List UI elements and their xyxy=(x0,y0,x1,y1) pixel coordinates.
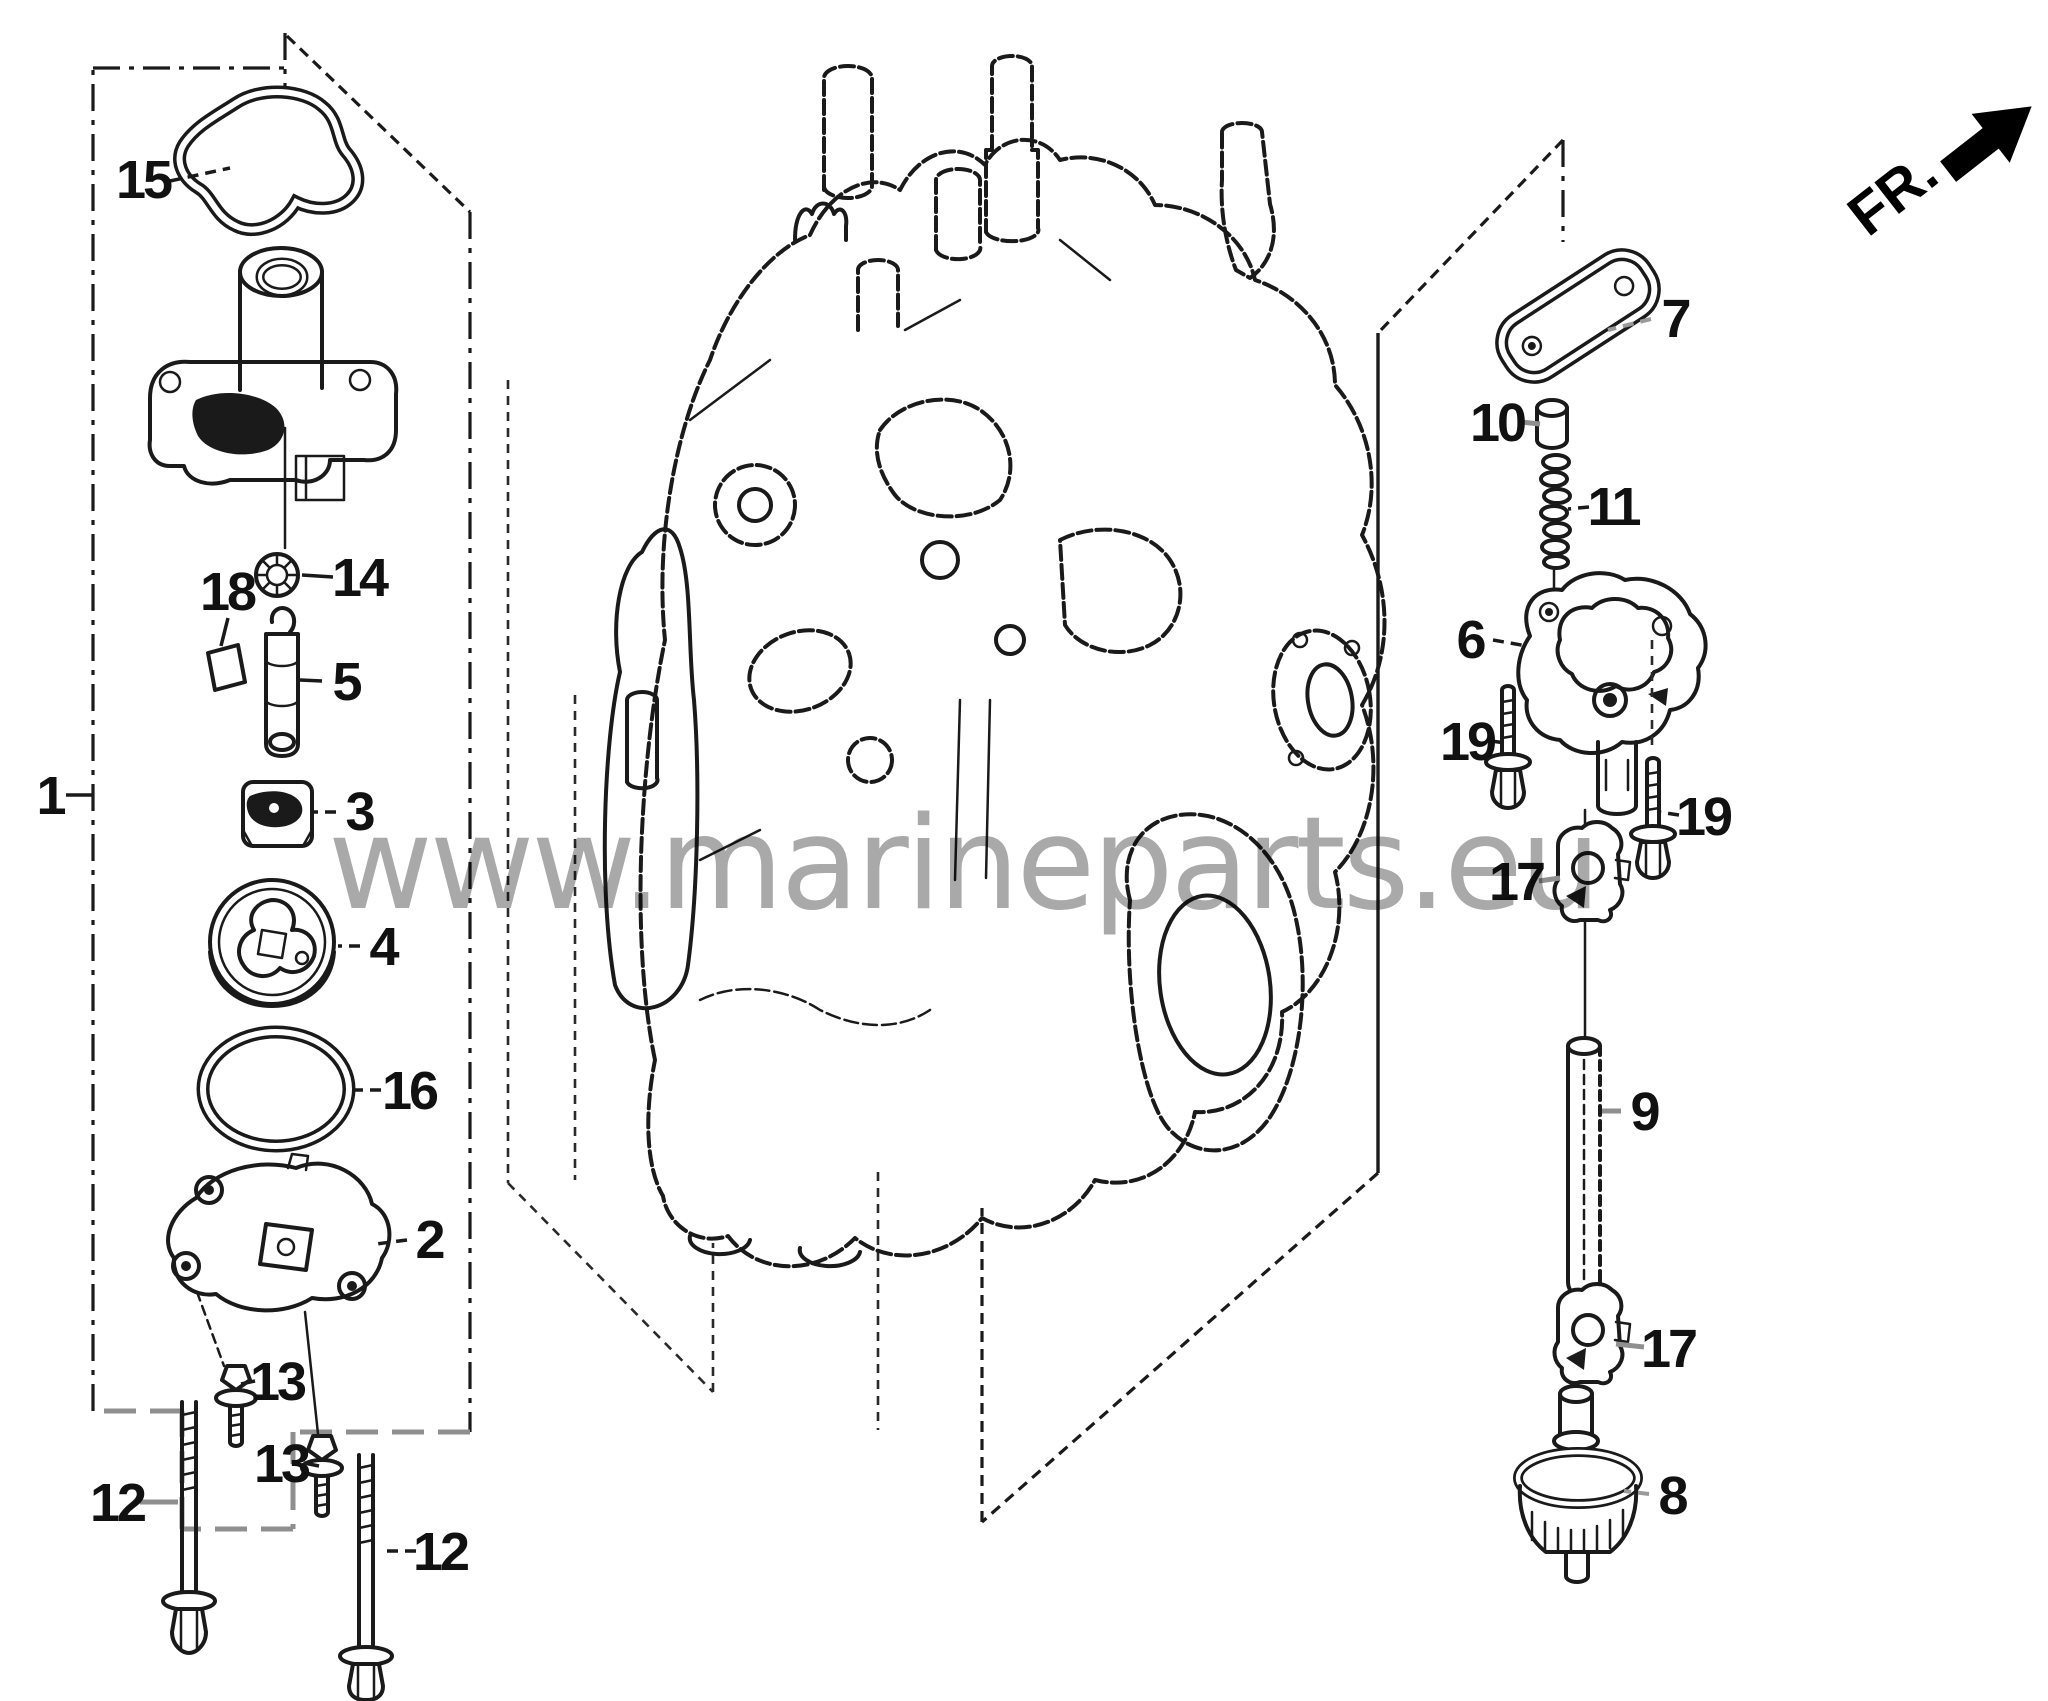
part-8-strainer xyxy=(1513,1384,1643,1584)
part-label-14: 14 xyxy=(332,548,389,608)
leader-line-8 xyxy=(1623,1489,1650,1496)
part-4-pump-rotor xyxy=(208,878,336,1008)
left-group-boundary xyxy=(91,33,472,1532)
part-19-bolt-a xyxy=(1484,684,1532,810)
part-label-19: 19 xyxy=(1676,787,1732,847)
part-label-13: 13 xyxy=(250,1352,306,1412)
part-label-8: 8 xyxy=(1658,1466,1687,1526)
part-label-7: 7 xyxy=(1661,289,1689,349)
part-16-o-ring xyxy=(196,1025,356,1153)
leader-line-17 xyxy=(1615,1341,1645,1350)
leader-line-19 xyxy=(1658,810,1680,817)
part-17-clamp-b xyxy=(1552,1282,1632,1386)
leader-line-17 xyxy=(1538,875,1561,884)
leader-line-5 xyxy=(299,678,323,683)
leader-line-15 xyxy=(169,166,231,183)
part-2-pump-cover xyxy=(166,1152,392,1436)
part-7-gasket xyxy=(1495,248,1661,384)
front-direction-arrow-icon xyxy=(1940,106,2032,182)
part-label-17: 17 xyxy=(1489,852,1544,912)
part-15-gasket xyxy=(173,85,365,237)
part-6-oil-pipe-body xyxy=(1516,571,1708,838)
part-10-cap xyxy=(1535,398,1569,450)
part-label-3: 3 xyxy=(345,782,374,842)
part-13-bolt-a xyxy=(214,1364,258,1448)
front-direction-indicator: FR. xyxy=(1836,106,2032,248)
engine-callout-dashes xyxy=(506,380,880,1430)
part-9-tube xyxy=(1566,1036,1602,1298)
leader-line-14 xyxy=(301,573,334,579)
leader-line-2 xyxy=(375,1238,408,1246)
oil-pump-assembly xyxy=(147,246,399,550)
part-11-spring xyxy=(1539,453,1572,594)
leader-line-10 xyxy=(1520,419,1541,427)
part-label-2: 2 xyxy=(415,1210,443,1270)
part-label-15: 15 xyxy=(116,150,172,210)
leader-line-18 xyxy=(219,617,230,647)
part-17-clamp-a xyxy=(1552,820,1632,924)
leader-line-7 xyxy=(1607,317,1652,332)
part-label-10: 10 xyxy=(1470,393,1525,453)
leader-line-11 xyxy=(1567,505,1590,511)
part-3-valve-block xyxy=(241,780,314,848)
part-13-bolt-b xyxy=(300,1434,344,1518)
part-label-18: 18 xyxy=(200,562,256,622)
part-label-6: 6 xyxy=(1456,610,1485,670)
part-12-bolt-a xyxy=(161,1400,217,1655)
leader-line-13 xyxy=(240,1379,256,1386)
front-direction-label: FR. xyxy=(1836,139,1950,248)
engine-block xyxy=(602,54,1387,1269)
part-label-12: 12 xyxy=(413,1522,468,1582)
part-label-9: 9 xyxy=(1630,1082,1659,1142)
part-label-13: 13 xyxy=(254,1434,310,1494)
part-label-16: 16 xyxy=(382,1061,438,1121)
part-14-nut xyxy=(254,552,300,598)
leader-line-13 xyxy=(303,1461,320,1468)
part-12-bolt-b xyxy=(338,1453,394,1701)
part-label-17: 17 xyxy=(1641,1319,1696,1379)
leader-line-19 xyxy=(1490,739,1507,745)
part-label-19: 19 xyxy=(1440,712,1496,772)
watermark-text: www.marineparts.eu xyxy=(328,790,1598,939)
part-5-shaft xyxy=(264,606,300,758)
part-label-12: 12 xyxy=(90,1473,145,1533)
part-18-pin xyxy=(206,643,247,692)
right-group-boundary xyxy=(980,138,1565,1524)
part-19-bolt-b xyxy=(1629,756,1677,880)
leader-line-6 xyxy=(1492,638,1528,648)
part-label-5: 5 xyxy=(332,652,361,712)
part-label-1: 1 xyxy=(36,766,65,826)
part-label-11: 11 xyxy=(1587,477,1640,537)
